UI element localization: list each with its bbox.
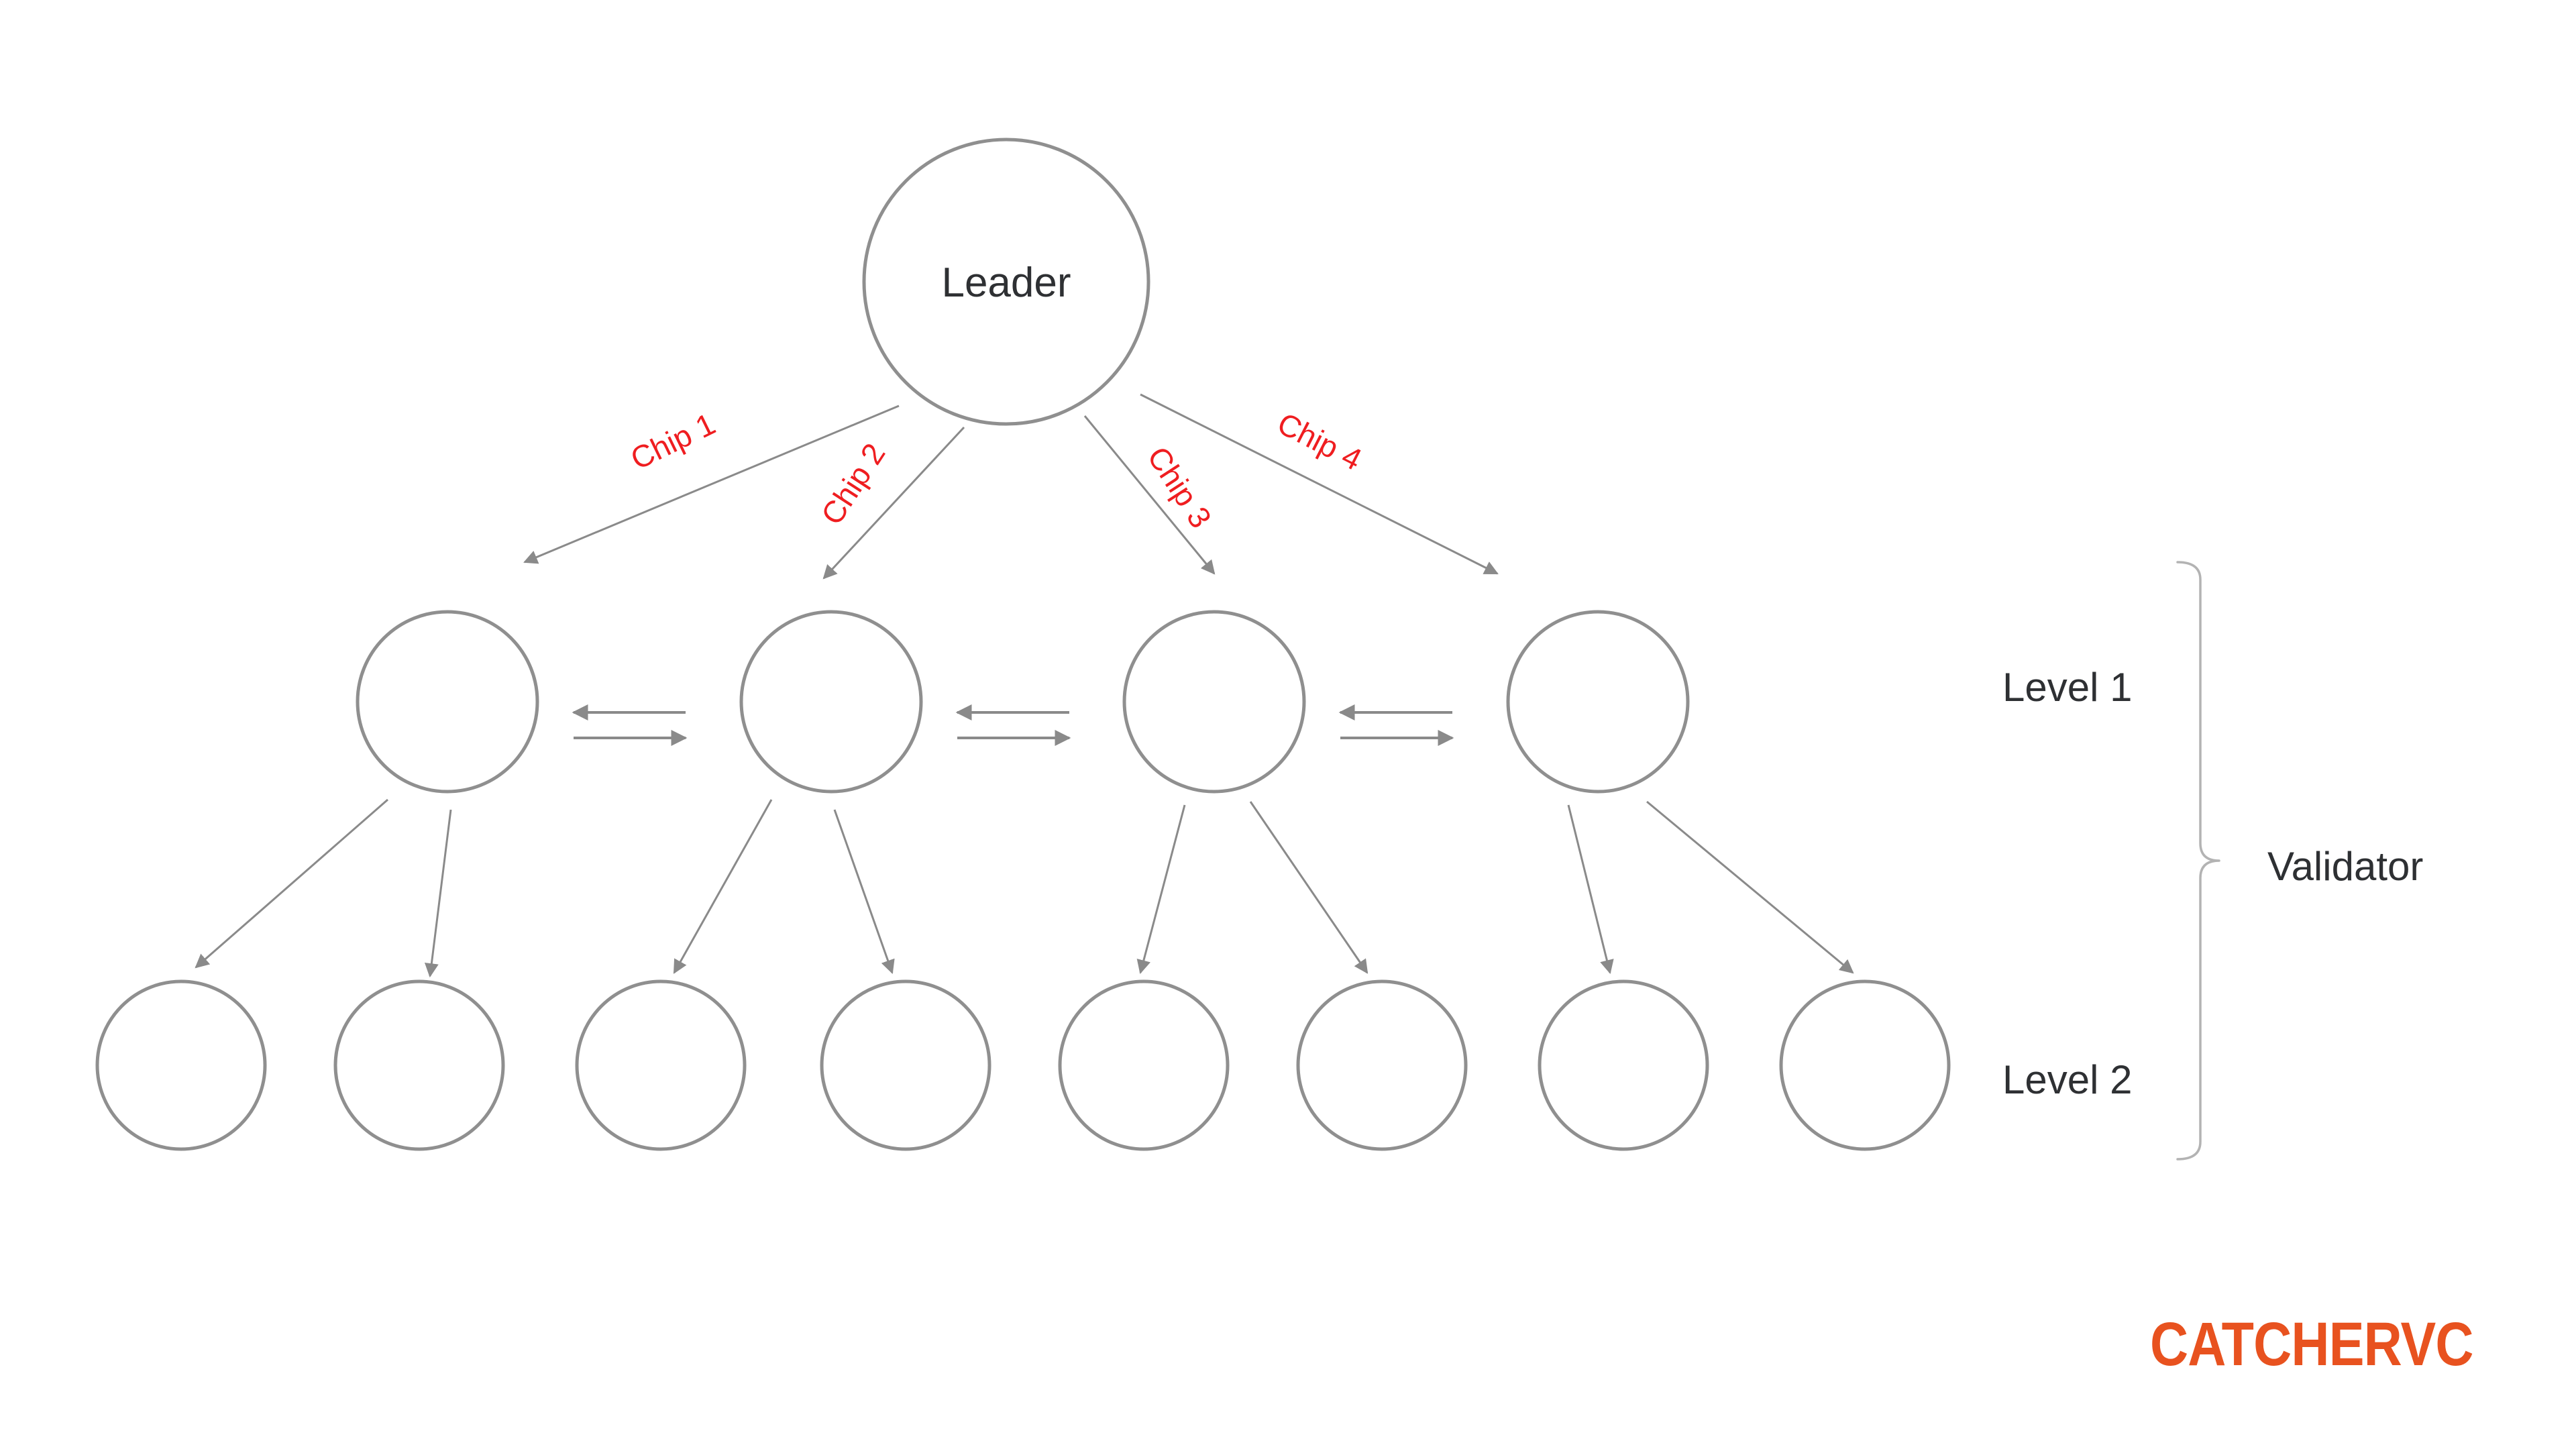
- catchervc-logo: CATCHERVC: [2150, 1310, 2474, 1379]
- chip-label-3: Chip 3: [1140, 440, 1218, 534]
- child-edge-8: [1646, 800, 1854, 974]
- level2-nodes-group: [95, 979, 1951, 1151]
- child-edge-4: [833, 809, 895, 974]
- validator-label: Validator: [2267, 844, 2423, 889]
- child-edge-3: [673, 799, 773, 974]
- chip-label-1: Chip 1: [625, 406, 720, 476]
- level2-node-8[interactable]: [1779, 979, 1951, 1151]
- child-edge-7: [1567, 804, 1614, 975]
- level1-node-4[interactable]: [1506, 610, 1690, 794]
- chip-edge-4: [1140, 393, 1499, 575]
- leader-node-circle: [862, 138, 1150, 426]
- validator-brace: [2176, 561, 2220, 1161]
- level1-node-1[interactable]: [356, 610, 539, 794]
- level1-node-2[interactable]: [739, 610, 923, 794]
- level-2-label: Level 2: [2002, 1057, 2132, 1102]
- leader-node-label: Leader: [941, 260, 1071, 306]
- level2-node-1[interactable]: [95, 979, 267, 1151]
- level2-node-6[interactable]: [1296, 979, 1468, 1151]
- level2-node-7[interactable]: [1538, 979, 1709, 1151]
- peer-links-group: [572, 704, 1454, 746]
- chip-edge-3: [1083, 415, 1216, 575]
- level2-node-5[interactable]: [1058, 979, 1230, 1151]
- child-edge-5: [1136, 804, 1186, 975]
- chip-label-4: Chip 4: [1272, 405, 1367, 477]
- chip-edge-1: [523, 405, 900, 564]
- chip-edge-2: [822, 426, 965, 580]
- child-edge-6: [1249, 801, 1368, 974]
- level2-node-4[interactable]: [820, 979, 991, 1151]
- level1-node-3[interactable]: [1122, 610, 1306, 794]
- child-edges-group: [195, 798, 1854, 978]
- child-edge-1: [195, 798, 388, 969]
- level-1-label: Level 1: [2002, 665, 2132, 710]
- leader-node[interactable]: Leader: [862, 138, 1150, 426]
- level1-nodes-group: [356, 610, 1690, 794]
- level2-node-2[interactable]: [333, 979, 505, 1151]
- child-edge-2: [424, 809, 452, 978]
- level2-node-3[interactable]: [575, 979, 747, 1151]
